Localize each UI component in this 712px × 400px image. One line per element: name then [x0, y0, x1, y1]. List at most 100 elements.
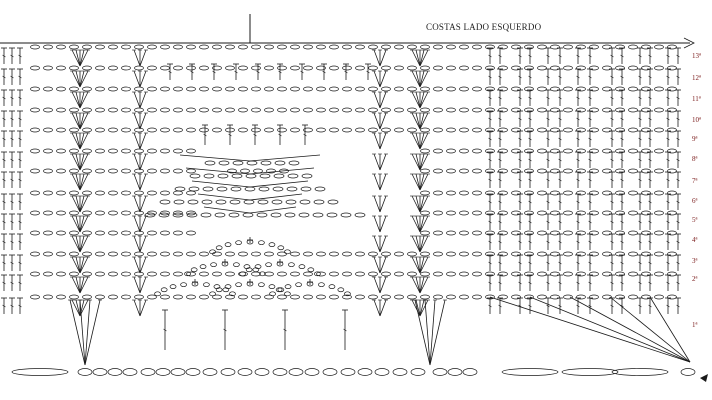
fan-stitch [75, 256, 81, 274]
chain-stitch [277, 86, 287, 92]
chain-stitch [43, 86, 53, 92]
foundation-chain-stitch [107, 368, 123, 376]
fan-stitch [139, 132, 147, 150]
chain-stitch [394, 86, 404, 92]
chain-stitch [284, 291, 291, 297]
fan-stitch [419, 112, 425, 130]
double-crochet-stitch-bar [620, 96, 624, 100]
chain-stitch [498, 168, 508, 174]
chain-stitch [446, 294, 456, 300]
chain-stitch [56, 44, 66, 50]
double-crochet-stitch-bar [10, 220, 14, 224]
double-crochet-stitch-bar [10, 304, 14, 308]
chain-stitch [641, 168, 651, 174]
chain-stitch [173, 294, 183, 300]
chain-stitch [498, 148, 508, 154]
double-crochet-stitch-bar [666, 137, 670, 141]
double-crochet-stitch-bar [648, 54, 652, 58]
chain-stitch [246, 160, 258, 166]
chain-stitch [95, 86, 105, 92]
double-crochet-stitch-bar [588, 117, 592, 121]
chain-stitch [563, 44, 573, 50]
fan-stitch [415, 112, 421, 130]
fan-stitch [84, 299, 101, 366]
chain-stitch [354, 212, 366, 218]
chain-stitch [667, 190, 677, 196]
fan-stitch [79, 173, 89, 191]
double-crochet-stitch-bar [620, 158, 624, 162]
chain-stitch [576, 230, 586, 236]
double-crochet-stitch-bar [676, 200, 680, 204]
fan-stitch [411, 235, 421, 253]
double-crochet-stitch-bar [676, 137, 680, 141]
chain-stitch [169, 284, 177, 290]
chain-stitch [253, 168, 263, 174]
double-crochet-stitch-bar [666, 200, 670, 204]
chain-stitch [459, 190, 469, 196]
chain-stitch [459, 65, 469, 71]
double-crochet-stitch-bar [518, 178, 522, 182]
chain-stitch [43, 190, 53, 196]
fan-stitch [419, 132, 429, 150]
chain-stitch [550, 107, 560, 113]
chain-stitch [30, 148, 40, 154]
chain-stitch [381, 127, 391, 133]
chain-stitch [563, 210, 573, 216]
double-crochet-stitch-bar [518, 240, 522, 244]
fan-stitch [69, 299, 86, 366]
chain-stitch [95, 44, 105, 50]
chain-stitch [550, 168, 560, 174]
chain-stitch [641, 251, 651, 257]
fan-stitch [79, 153, 89, 171]
double-crochet-stitch-bar [518, 200, 522, 204]
chain-stitch [602, 127, 612, 133]
double-crochet-stitch-bar [676, 281, 680, 285]
chain-stitch [251, 294, 261, 300]
chain-stitch [259, 271, 266, 277]
chain-stitch [472, 148, 482, 154]
chain-stitch [446, 148, 456, 154]
double-crochet-stitch-bar [256, 70, 260, 74]
chain-stitch [316, 294, 326, 300]
chain-stitch [394, 127, 404, 133]
chain-stitch [329, 86, 339, 92]
double-crochet-stitch-bar [588, 96, 592, 100]
chain-stitch [511, 65, 521, 71]
chain-stitch [303, 65, 313, 71]
double-crochet-stitch-bar [488, 158, 492, 162]
chain-stitch [290, 65, 300, 71]
chain-stitch [160, 107, 170, 113]
double-crochet-stitch-bar [343, 328, 347, 332]
chain-stitch [537, 86, 547, 92]
double-crochet-stitch-bar [676, 220, 680, 224]
fan-stitch [133, 91, 141, 109]
chain-stitch [537, 107, 547, 113]
chain-stitch [266, 168, 276, 174]
fan-stitch [79, 153, 85, 171]
chain-stitch [446, 210, 456, 216]
chain-stitch [550, 230, 560, 236]
chain-stitch [615, 86, 625, 92]
chain-stitch [368, 294, 378, 300]
double-crochet-stitch-bar [648, 75, 652, 79]
chain-stitch [82, 127, 92, 133]
double-crochet-stitch-bar [2, 261, 6, 265]
foundation-chain-stitch [185, 368, 201, 376]
double-crochet-stitch-bar [528, 54, 532, 58]
chain-stitch [576, 107, 586, 113]
foundation-chain-stitch [392, 368, 408, 376]
chain-stitch [186, 230, 196, 236]
chain-stitch [433, 127, 443, 133]
chain-stitch [225, 65, 235, 71]
double-crochet-stitch-bar [18, 75, 22, 79]
chain-stitch [329, 294, 339, 300]
chain-stitch [303, 294, 313, 300]
chain-stitch [69, 271, 79, 277]
chain-stitch [244, 186, 256, 192]
double-crochet-stitch-bar [588, 220, 592, 224]
double-crochet-stitch-bar [648, 304, 652, 308]
chain-stitch [202, 186, 214, 192]
chain-stitch [43, 251, 53, 257]
chain-stitch [200, 212, 212, 218]
fan-stitch [415, 256, 421, 274]
